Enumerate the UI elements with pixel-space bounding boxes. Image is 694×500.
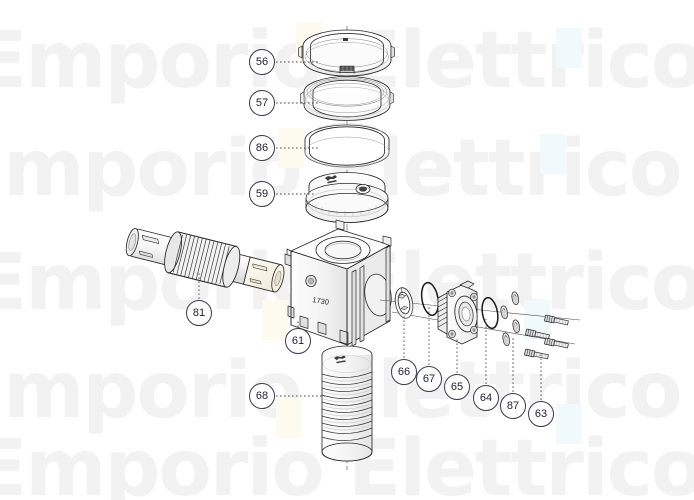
- callout-output-shaft[interactable]: 81: [186, 300, 212, 326]
- callout-seal-ring[interactable]: 57: [249, 90, 275, 116]
- callout-lock-ring-upper[interactable]: 56: [249, 49, 275, 75]
- callout-end-flange[interactable]: 65: [444, 374, 470, 400]
- callout-end-cap[interactable]: 59: [249, 181, 275, 207]
- housing-marking: 1730: [312, 295, 330, 307]
- callout-gearbox-housing[interactable]: 61: [285, 328, 311, 354]
- callout-motor-housing[interactable]: 68: [249, 383, 275, 409]
- part-68-motor-housing: [321, 345, 373, 462]
- part-64-o-ring-small: [481, 296, 499, 330]
- callout-hex-bolt[interactable]: 63: [528, 401, 554, 427]
- callout-bearing-seal-ring[interactable]: 66: [391, 359, 417, 385]
- part-63-bolts: [523, 314, 570, 361]
- part-86-spacer-ring: [304, 123, 390, 168]
- part-87-washers: [499, 290, 521, 347]
- part-65-end-flange: [437, 280, 478, 345]
- part-57-seal-ring: [300, 76, 394, 121]
- part-67-o-ring-large: [420, 281, 440, 317]
- part-61-gearbox-housing: 1730: [284, 219, 392, 347]
- part-81-output-shaft: [125, 228, 285, 293]
- callout-spacer-ring[interactable]: 86: [249, 135, 275, 161]
- part-59-end-cap: [305, 172, 389, 223]
- callout-o-ring-small[interactable]: 64: [473, 385, 499, 411]
- part-56-lock-ring: [298, 29, 395, 77]
- callout-o-ring-large[interactable]: 67: [416, 366, 442, 392]
- part-66-bearing-seal-ring: [394, 287, 414, 319]
- callout-washer[interactable]: 87: [500, 393, 526, 419]
